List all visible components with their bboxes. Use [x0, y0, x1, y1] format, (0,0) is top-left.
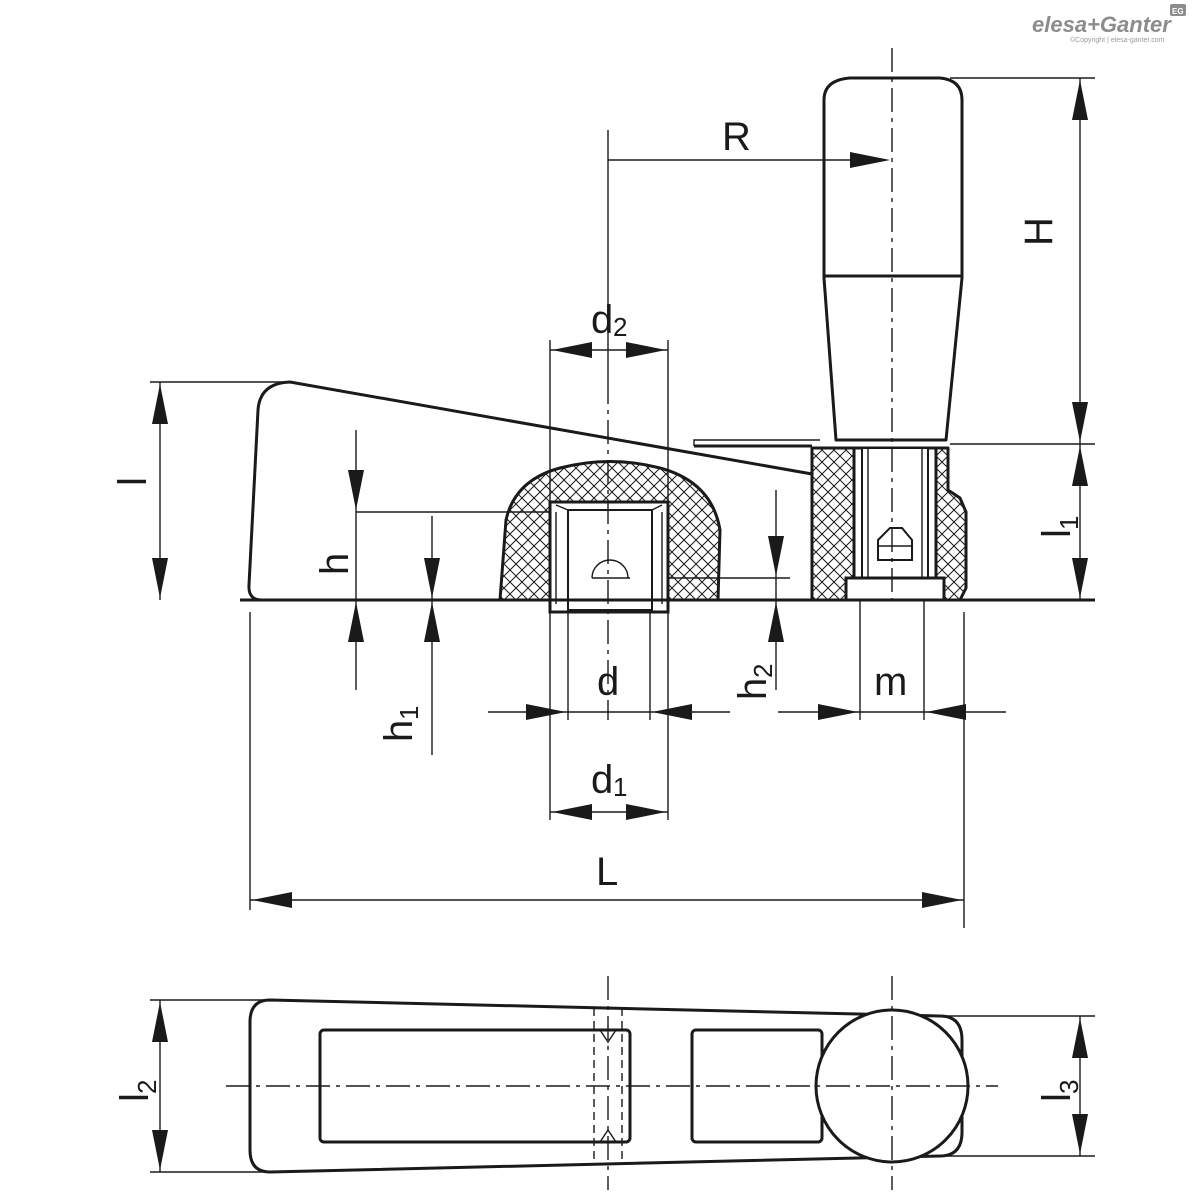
label-R: R — [722, 115, 751, 159]
label-d1: d — [591, 758, 613, 802]
label-l2-sub: 2 — [132, 1080, 162, 1094]
label-d2-sub: 2 — [613, 312, 627, 342]
label-l3-sub: 3 — [1054, 1080, 1084, 1094]
label-H: H — [1017, 217, 1061, 246]
brand-copyright: ©Copyright | elesa-ganter.com — [1070, 36, 1165, 44]
label-h: h — [313, 553, 357, 575]
grip-handle — [822, 76, 964, 442]
label-d1-sub: 1 — [613, 772, 627, 802]
label-h2-sub: 2 — [748, 664, 778, 678]
cross-hole-symbol — [591, 559, 629, 579]
brand-name: elesa+Ganter — [1032, 12, 1172, 37]
label-h1: h — [377, 720, 421, 742]
hex-socket-icon — [877, 527, 913, 561]
label-h1-sub: 1 — [394, 706, 424, 720]
label-l2: l — [113, 1093, 157, 1102]
label-d2: d — [591, 298, 613, 342]
centre-lines — [607, 48, 893, 720]
dimension-lines — [150, 77, 1095, 928]
brand-badge: EG — [1172, 7, 1184, 16]
top-view — [150, 976, 1095, 1190]
front-view — [240, 76, 1095, 614]
brand-badge-icon — [1170, 4, 1186, 16]
hub-section — [498, 460, 722, 602]
arrow-head — [850, 152, 890, 168]
brand-logo: elesa+Ganter EG ©Copyright | elesa-gante… — [1032, 4, 1186, 44]
label-L: L — [596, 850, 618, 894]
label-m: m — [874, 660, 907, 704]
label-l3: l — [1035, 1093, 1079, 1102]
dimension-labels: R H d 2 l h l 1 d h 2 m h 1 d 1 L l 2 — [111, 115, 1084, 1102]
label-l1: l — [1035, 529, 1079, 538]
label-h2: h — [731, 678, 775, 700]
label-l1-sub: 1 — [1054, 516, 1084, 530]
label-l: l — [111, 477, 155, 486]
label-d: d — [597, 660, 619, 704]
stud-base — [844, 576, 946, 602]
